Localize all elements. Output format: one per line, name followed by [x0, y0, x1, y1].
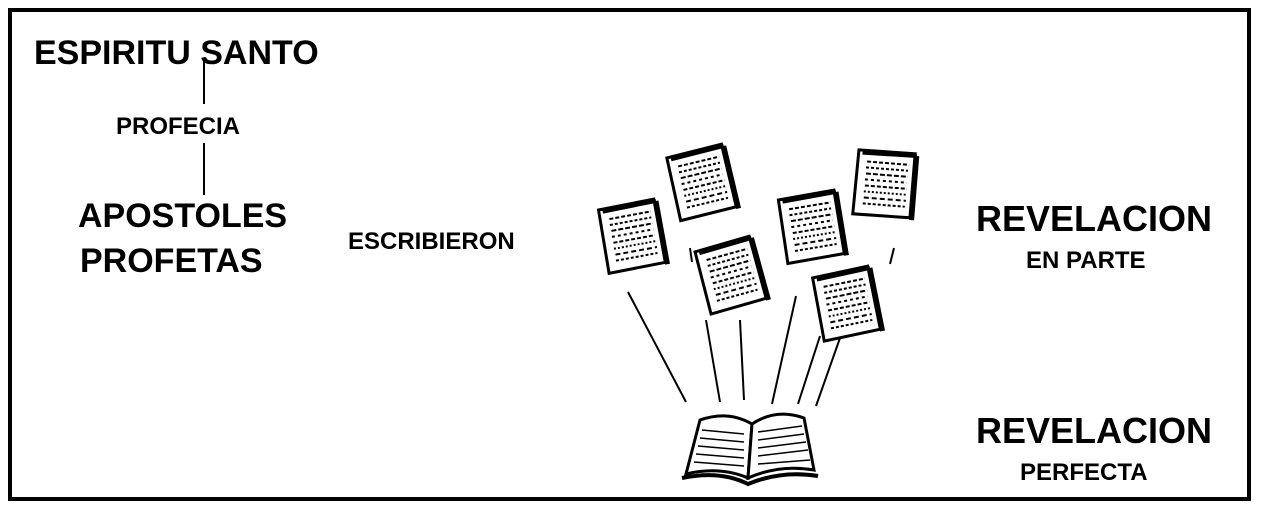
scroll-book-icon	[598, 143, 923, 342]
open-bible-icon	[682, 414, 818, 484]
